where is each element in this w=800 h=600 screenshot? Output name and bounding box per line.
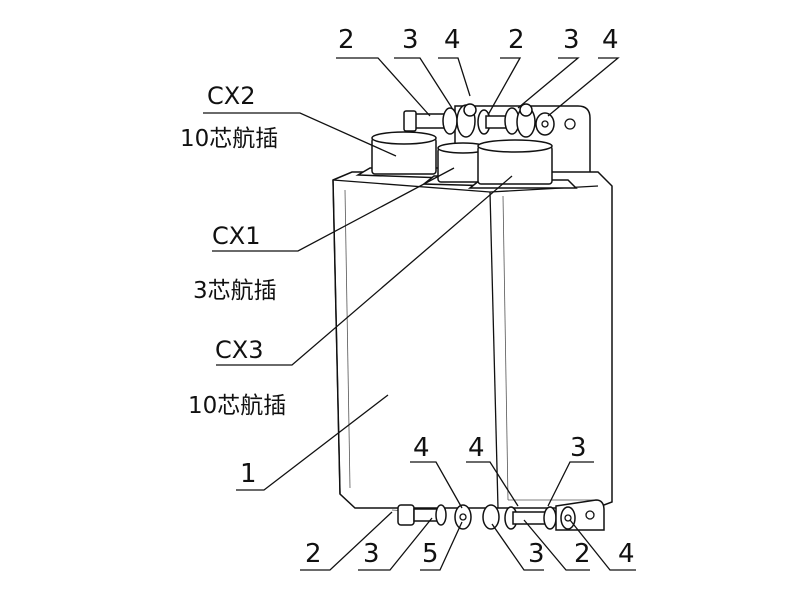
label-bottom-3a: 3 (363, 539, 380, 569)
label-body-1: 1 (240, 459, 257, 489)
top-leader-lines (336, 57, 620, 117)
label-cx2: CX2 (207, 82, 255, 110)
label-top-3b: 3 (563, 25, 580, 55)
top-hardware (403, 103, 555, 138)
bottom-hardware (391, 499, 605, 531)
label-cx1: CX1 (212, 222, 260, 250)
label-mid-4a: 4 (413, 433, 430, 463)
label-bottom-2b: 2 (574, 539, 591, 569)
label-bottom-2a: 2 (305, 539, 322, 569)
side-leader-lines (203, 112, 513, 491)
label-bottom-3b: 3 (528, 539, 545, 569)
label-cx2-desc: 10芯航插 (180, 126, 278, 152)
label-top-3a: 3 (402, 25, 419, 55)
label-top-4b: 4 (602, 25, 619, 55)
label-mid-3: 3 (570, 433, 587, 463)
label-bottom-4: 4 (618, 539, 635, 569)
label-cx1-desc: 3芯航插 (193, 278, 277, 304)
connector-cx2 (355, 131, 447, 179)
label-top-4a: 4 (444, 25, 461, 55)
label-top-2a: 2 (338, 25, 355, 55)
label-cx3-desc: 10芯航插 (188, 393, 286, 419)
housing (332, 171, 613, 509)
connector-cx3 (467, 139, 578, 189)
label-top-2b: 2 (508, 25, 525, 55)
label-bottom-5: 5 (422, 539, 439, 569)
label-mid-4b: 4 (468, 433, 485, 463)
bottom-leader-lines (300, 461, 636, 571)
label-cx3: CX3 (215, 336, 263, 364)
